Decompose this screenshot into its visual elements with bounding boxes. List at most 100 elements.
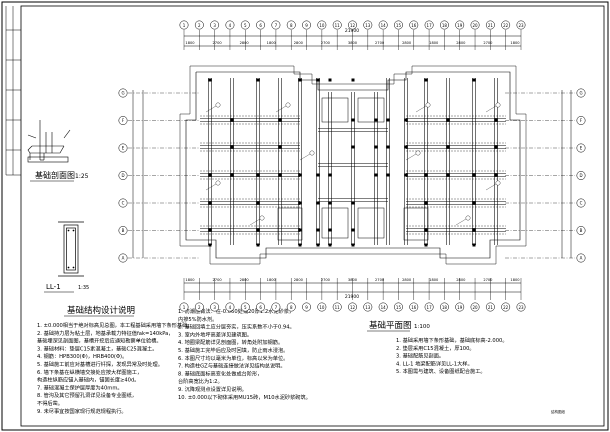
column-mark [208,228,212,232]
dimension-lines [132,35,572,293]
top-dim-value: 2700 [321,41,331,45]
axis-label-right: E [580,146,583,151]
axis-label-top: 11 [335,23,341,28]
callout-leader [275,105,287,113]
axis-bubble-top [409,20,419,30]
axis-label-bottom: 11 [335,305,341,310]
axis-label-bottom: 22 [503,305,509,310]
note-line: 8. 管沟及其它预留孔洞详见设备专业图纸， [37,391,137,399]
axis-bubble-top [470,20,480,30]
column-mark [386,173,390,177]
title-block-label: 结构图纸 [551,409,565,414]
axis-bubble-bottom [501,302,511,312]
axis-bubble-bottom [332,302,342,312]
axis-label-right: C [580,201,583,206]
stair-box [321,207,349,239]
bottom-dim-value: 2800 [402,278,412,282]
top-dim-value: 1800 [185,41,195,45]
column-mark [446,173,450,177]
note-line: 5. 本图需与建筑、设备图纸配合施工。 [396,367,486,375]
callout-leader [415,105,427,113]
axis-bubble-bottom [286,302,296,312]
axis-bubble-bottom [439,302,449,312]
column-mark [446,145,450,149]
column-mark [424,243,428,247]
axis-bubble-bottom [210,302,220,312]
column-mark [208,243,212,247]
axis-bubble-bottom [394,302,403,312]
note-line: 3. 基础配筋见剖面。 [396,352,444,360]
column-mark [278,173,282,177]
axis-bubble-left [118,253,128,263]
callout-bubble [309,150,315,156]
axis-bubble-top [317,20,327,30]
note-line: 1. 基础采用墙下条形基础，基础底标高-2.000。 [396,336,508,344]
bottom-dim-value: 1800 [429,278,439,282]
axis-label-top: 20 [472,23,478,28]
column-mark [351,118,355,122]
axis-bubble-left [118,88,128,98]
bottom-dim-value: 2700 [375,278,385,282]
callout-bubble [495,102,501,108]
axis-label-top: 17 [427,23,433,28]
axis-label-top: 19 [457,23,463,28]
column-mark [316,78,320,82]
axis-bubble-right [576,143,586,153]
axis-bubble-top [240,20,250,30]
callout-bubble [215,102,221,108]
stair-boxes [277,97,429,241]
axis-bubble-top [485,20,495,30]
note-line: 2. 基础持力层为粘土层，地基承载力特征值fak=140kPa， [37,329,174,337]
axis-bubble-bottom [470,302,480,312]
axis-label-bottom: 2 [198,305,201,310]
axis-bubble-top [378,20,388,30]
top-dim-value: 3800 [348,41,358,45]
notes-right-column: 1. 基础采用墙下条形基础，基础底标高-2.000。2. 垫层采用C15混凝土，… [396,336,508,375]
column-mark [446,118,450,122]
axis-label-bottom: 1 [183,305,186,310]
note-line: 5. 基础施工前应对基槽进行钎探，发现异常及时处理。 [37,360,163,368]
note-line: 4. LL-1 地梁配筋详见LL-1大样。 [396,359,473,367]
axis-bubble-left [118,226,128,235]
section-scale: 1:25 [75,173,89,180]
axis-label-bottom: 23 [518,305,524,310]
axis-label-bottom: 12 [350,305,356,310]
column-mark [256,201,260,205]
axis-label-left: C [122,201,125,206]
axis-bubble-top [455,20,465,30]
column-mark [298,243,302,247]
column-mark [494,173,498,177]
axis-bubble-right [576,226,586,235]
stair-box [357,97,385,123]
column-mark [374,173,378,177]
beam-section-detail [58,221,84,277]
top-overall-dim: 21900 [345,28,359,34]
axis-bubble-bottom [455,302,465,312]
axis-label-left: G [121,91,124,96]
axis-label-top: 9 [305,23,308,28]
bottom-dim-value: 1800 [185,278,195,282]
axis-label-bottom: 20 [472,305,478,310]
beam-rebar-dots [67,229,75,269]
column-mark [472,243,476,247]
note-line: 6. 本图尺寸均以毫米为单位，标高以米为单位。 [178,354,288,362]
top-dim-value: 1800 [267,41,277,45]
axis-label-right: G [579,91,582,96]
axis-label-right: F [580,118,583,123]
foundation-section-detail [27,120,71,163]
note-line: 9. 沉降观测点设置详见说明。 [178,385,247,393]
axis-bubble-bottom [179,302,189,312]
column-mark [424,201,428,205]
bottom-dim-value: 2800 [294,278,304,282]
axis-bubble-bottom [194,302,204,312]
columns [208,78,498,247]
callout-bubble [425,102,431,108]
stair-box [277,207,303,241]
axis-label-top: 4 [229,23,232,28]
axis-label-bottom: 9 [305,305,308,310]
axis-label-top: 18 [442,23,448,28]
axis-bubble-bottom [363,302,373,312]
axis-label-right: B [580,228,583,233]
axis-label-bottom: 18 [442,305,448,310]
